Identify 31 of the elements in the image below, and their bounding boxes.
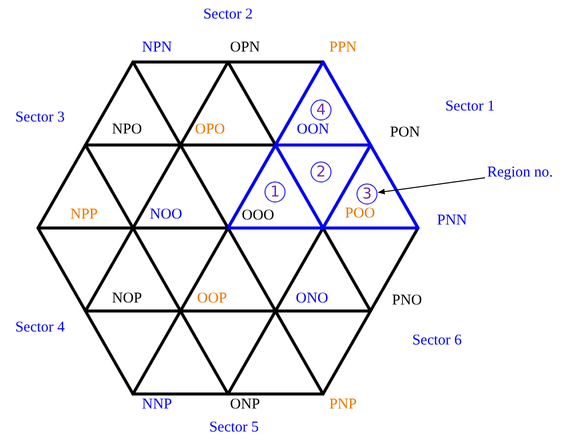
vector-label: OOO — [242, 208, 274, 224]
vector-label: OOP — [197, 292, 227, 306]
vector-label: ONO — [296, 292, 328, 306]
vector-label: PON — [390, 126, 420, 140]
vector-label: NPO — [112, 122, 142, 138]
region-number: 4 — [310, 100, 332, 120]
region-number: 2 — [310, 162, 332, 182]
vector-label: OPN — [230, 40, 260, 56]
vector-label: ONP — [230, 398, 260, 412]
vector-label: POO — [345, 206, 375, 222]
sector-label: Sector 3 — [15, 110, 65, 126]
vector-label: OPO — [195, 122, 225, 138]
callout-label: Region no. — [487, 166, 553, 180]
vector-label: NOO — [150, 208, 182, 222]
sector-label: Sector 2 — [203, 8, 253, 22]
sector-label: Sector 6 — [412, 334, 462, 348]
vector-label: NOP — [112, 292, 142, 306]
sector-label: Sector 5 — [209, 420, 259, 436]
sector-label: Sector 4 — [15, 320, 65, 336]
vector-label: NPP — [70, 208, 98, 222]
leader-line — [378, 177, 486, 194]
vector-label: PNO — [392, 294, 422, 308]
vector-label: PNP — [329, 398, 357, 412]
vector-label: NPN — [142, 40, 172, 56]
region-number: 3 — [356, 184, 378, 204]
vector-label: PNN — [437, 214, 467, 228]
vector-label: OON — [296, 122, 330, 138]
vector-label: PPN — [329, 40, 357, 56]
region-number: 1 — [264, 182, 286, 202]
sector-label: Sector 1 — [445, 100, 495, 114]
vector-label: NNP — [142, 398, 172, 412]
